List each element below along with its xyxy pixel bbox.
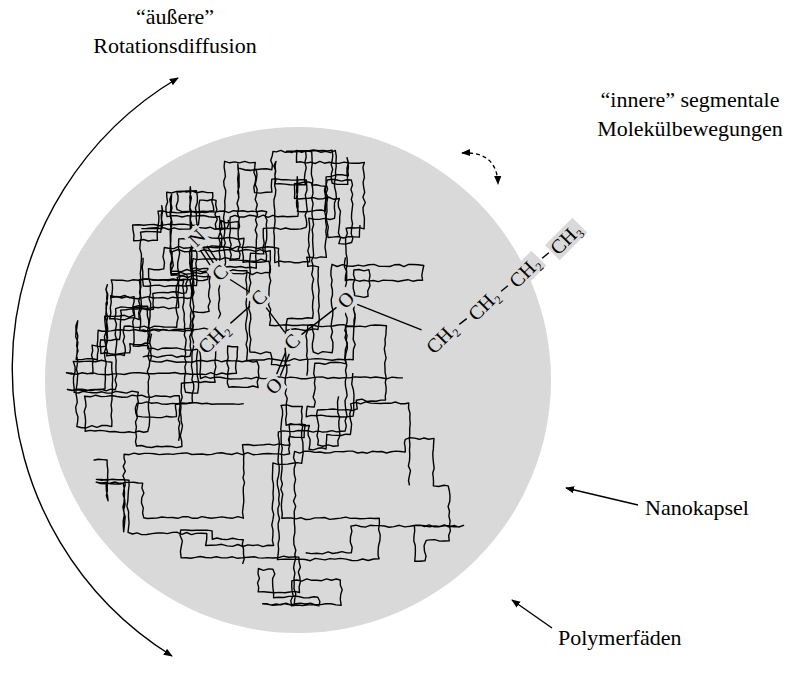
- nanocapsule: [45, 127, 551, 633]
- polymer-thread: [96, 179, 410, 532]
- part-label: Polymerfäden: [558, 624, 681, 653]
- bond-line: [266, 308, 285, 333]
- polymer-thread: [67, 187, 423, 391]
- segment-arrow: [462, 153, 498, 184]
- polymer-threads: [66, 150, 463, 606]
- bond-line: [280, 354, 289, 376]
- motion-label: “äußere” Rotationsdiffusion: [93, 3, 256, 60]
- bond-line: [204, 248, 214, 263]
- leader-arrow: [566, 488, 638, 505]
- polymer-thread: [66, 275, 403, 447]
- group-label: CH₃: [545, 218, 587, 260]
- leader-arrow: [512, 600, 552, 628]
- bond-line: [207, 246, 217, 261]
- bond-line: [230, 279, 249, 291]
- polymer-thread: [224, 150, 337, 366]
- motion-label: “innere” segmentale Molekülbewegungen: [597, 86, 783, 143]
- bond-line: [230, 306, 250, 323]
- bond-line: [501, 286, 508, 291]
- bond-line: [542, 253, 549, 258]
- bond-line: [200, 250, 210, 265]
- bond-line: [301, 307, 336, 334]
- bond-line: [459, 319, 466, 325]
- rotation-arrow: [12, 78, 178, 656]
- bond-line: [277, 352, 286, 374]
- polymer-thread: [94, 325, 387, 561]
- polymer-thread: [133, 150, 366, 417]
- chemical-bonds: [200, 246, 549, 376]
- polymer-thread: [180, 438, 464, 606]
- bond-line: [357, 304, 421, 329]
- part-label: Nanokapsel: [645, 494, 749, 523]
